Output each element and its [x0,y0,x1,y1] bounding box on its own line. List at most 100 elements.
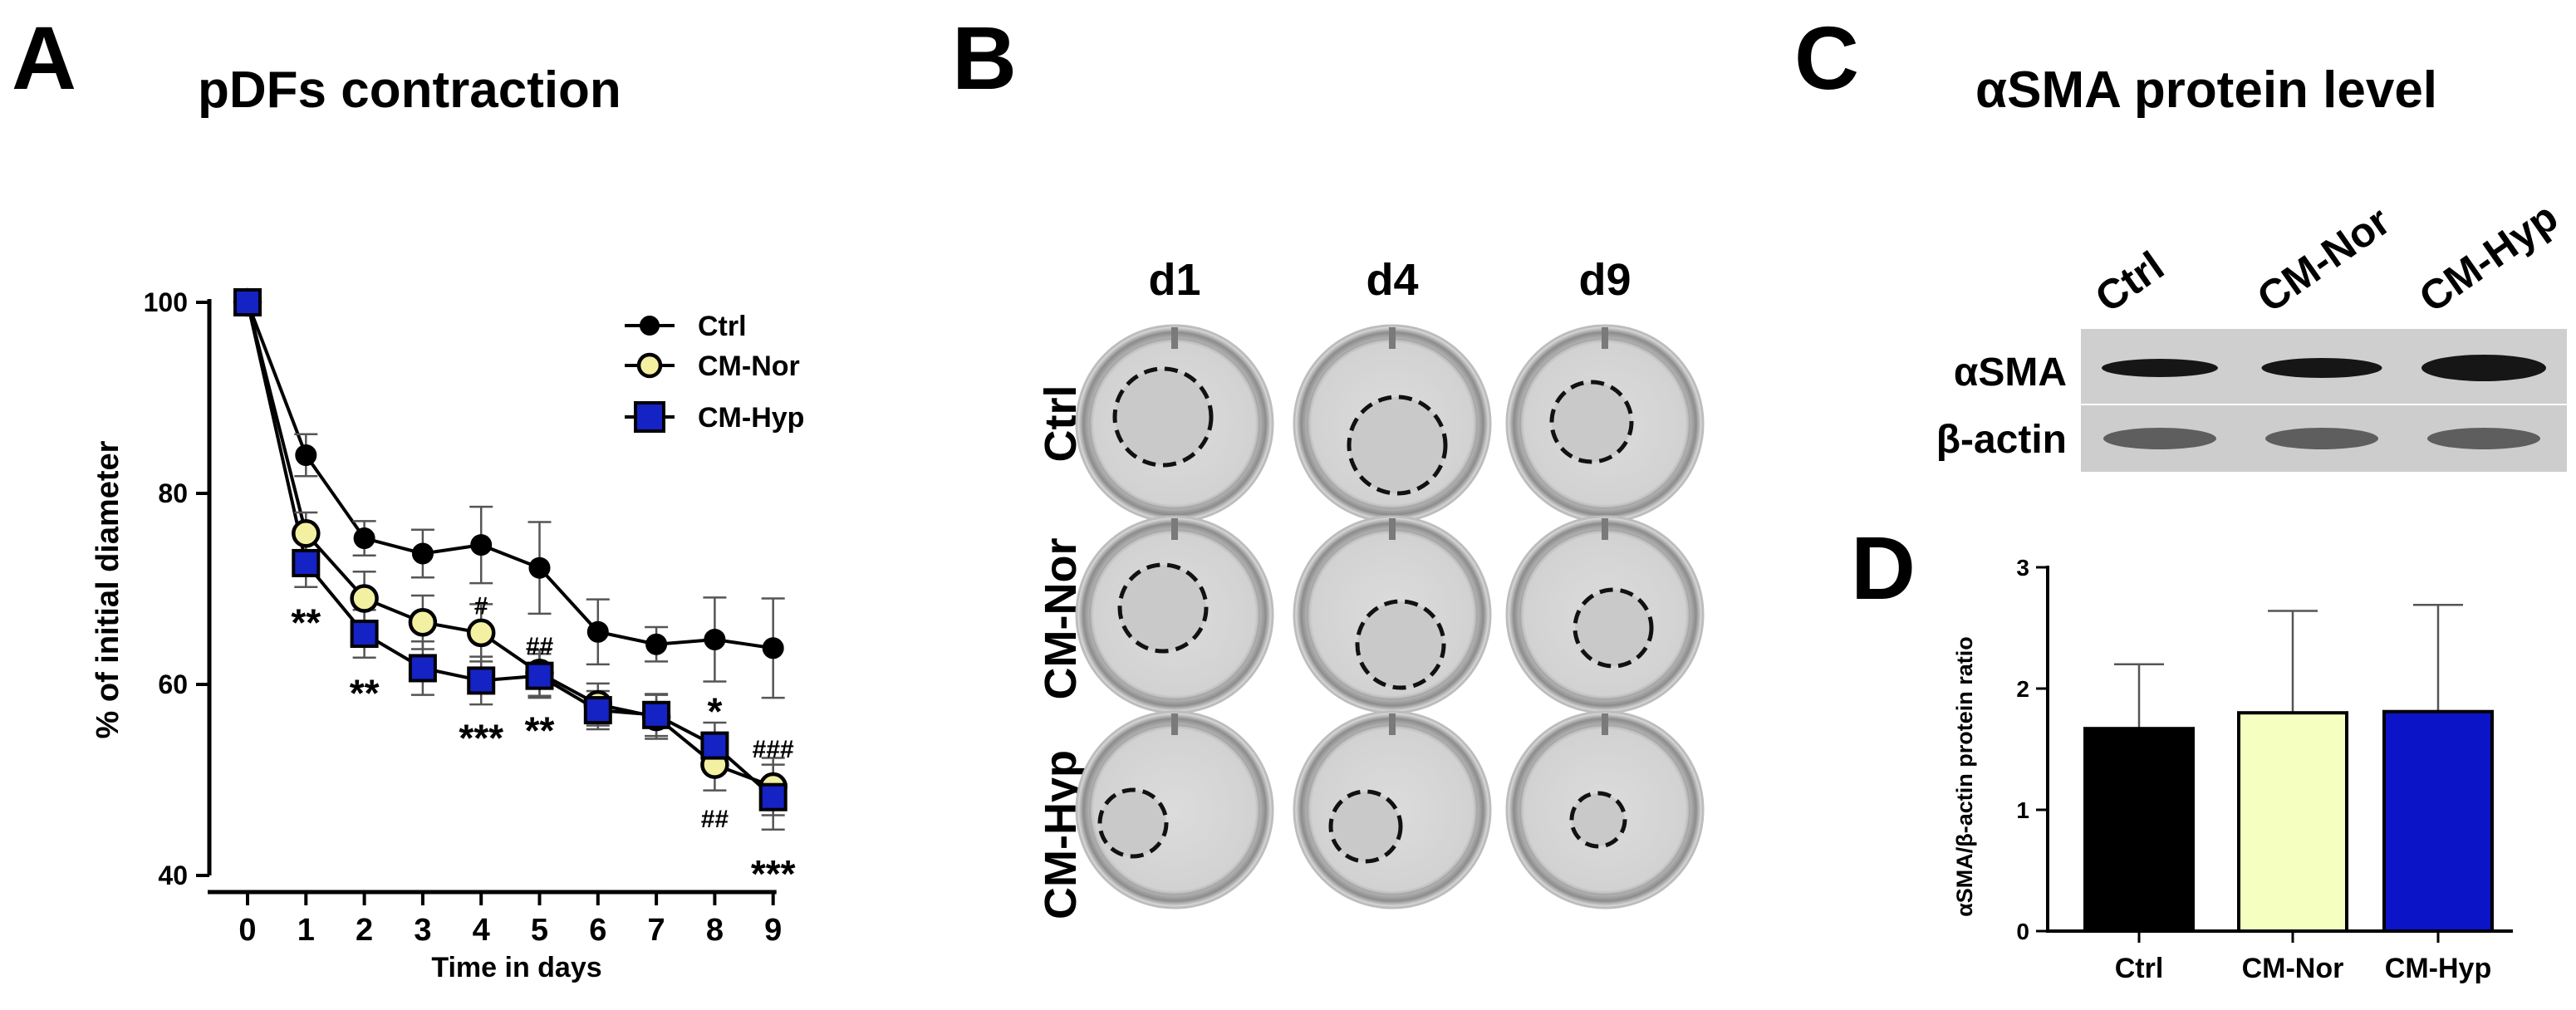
data-point [704,628,726,650]
series-line [246,302,774,788]
column-label-d1: d1 [1148,255,1200,305]
band-label-actin: β-actin [1936,418,2067,462]
gel-outline [1355,599,1446,690]
dish-notch [1602,713,1608,735]
data-point [586,620,609,643]
data-point [408,654,437,683]
bar-CM-Nor [2237,711,2348,933]
band-actin [2427,428,2540,449]
y-tick-label: 80 [158,478,188,508]
dish-notch [1171,327,1178,349]
data-point [645,633,668,655]
significance-annotation: ** [525,708,555,752]
data-point [642,700,671,729]
column-label-d4: d4 [1366,255,1418,305]
dish-notch [1389,518,1396,540]
x-tick-label: Ctrl [2115,953,2164,984]
y-axis-label: % of initial diameter [91,440,125,738]
gel-outline [1117,562,1209,654]
culture-dish [1075,710,1274,909]
gel-outline [1328,789,1403,864]
x-tick-label: 1 [297,913,315,948]
dish-notch [1171,713,1178,735]
panel-c-letter: C [1794,7,1859,108]
significance-annotation: *** [751,852,796,895]
x-tick-label: 5 [531,913,548,948]
dish-notch [1389,713,1396,735]
data-point [295,444,317,466]
data-point [466,618,496,648]
data-point [640,316,660,336]
x-tick-label: 7 [648,913,665,948]
panel-d-letter: D [1851,517,1916,618]
panel-a-title: pDFs contraction [198,61,621,119]
y-tick-label: 2 [2016,676,2029,702]
x-tick-label: 8 [706,913,724,948]
x-tick-label: 0 [238,913,256,948]
dish-notch [1602,327,1608,349]
x-tick-label: CM-Nor [2242,953,2344,984]
significance-annotation: ## [701,806,729,833]
gel-outline [1549,380,1634,464]
data-point [470,534,493,556]
data-point [411,542,434,565]
data-point [758,782,788,811]
panel-a-letter: A [12,7,76,108]
significance-annotation: ** [350,672,380,715]
y-tick-label: 0 [2016,919,2029,944]
panel-b-letter: B [952,7,1017,108]
column-label-d9: d9 [1578,255,1631,305]
series-line [246,302,773,650]
bar-CM-Hyp [2382,709,2494,933]
data-point [528,556,551,579]
x-tick-label: 9 [764,913,782,948]
y-tick-label: 3 [2016,555,2029,581]
data-point [634,401,665,433]
data-point [408,608,438,637]
significance-annotation: # [474,593,488,620]
data-point [583,696,612,725]
significance-annotation: * [707,689,722,733]
x-tick-label: 4 [473,913,490,948]
band-asma [2261,358,2382,378]
band-asma [2102,359,2218,377]
data-point [292,548,321,577]
y-tick-label: 40 [158,860,188,890]
x-tick-label: 2 [356,913,373,948]
x-axis-label: Time in days [431,952,601,983]
gel-outline [1573,587,1654,669]
significance-annotation: ## [526,633,554,660]
series-line [246,302,775,799]
legend-label: Ctrl [698,311,747,342]
data-point [762,637,784,659]
dish-notch [1602,518,1608,540]
x-tick-label: 3 [414,913,431,948]
data-point [292,519,321,548]
dish-notch [1171,518,1178,540]
gel-outline [1569,791,1627,849]
y-tick-label: 100 [144,287,188,317]
band-actin [2265,428,2378,449]
bar-Ctrl [2083,727,2195,933]
data-point [233,288,262,316]
y-tick-label: 60 [158,669,188,699]
gel-outline [1347,395,1448,496]
row-label-CM-Hyp: CM-Hyp [1036,750,1086,919]
panel-c-title: αSMA protein level [1975,61,2438,119]
data-point [350,620,379,649]
gel-outline [1097,787,1169,859]
data-point [350,584,379,613]
significance-annotation: ** [291,601,321,644]
significance-annotation: ### [753,736,794,763]
band-actin [2103,428,2216,449]
legend-label: CM-Nor [698,351,800,382]
band-asma [2421,355,2546,381]
data-point [700,731,729,760]
band-label-asma: αSMA [1954,351,2067,395]
data-point [467,666,496,695]
x-tick-label: CM-Hyp [2385,953,2491,984]
